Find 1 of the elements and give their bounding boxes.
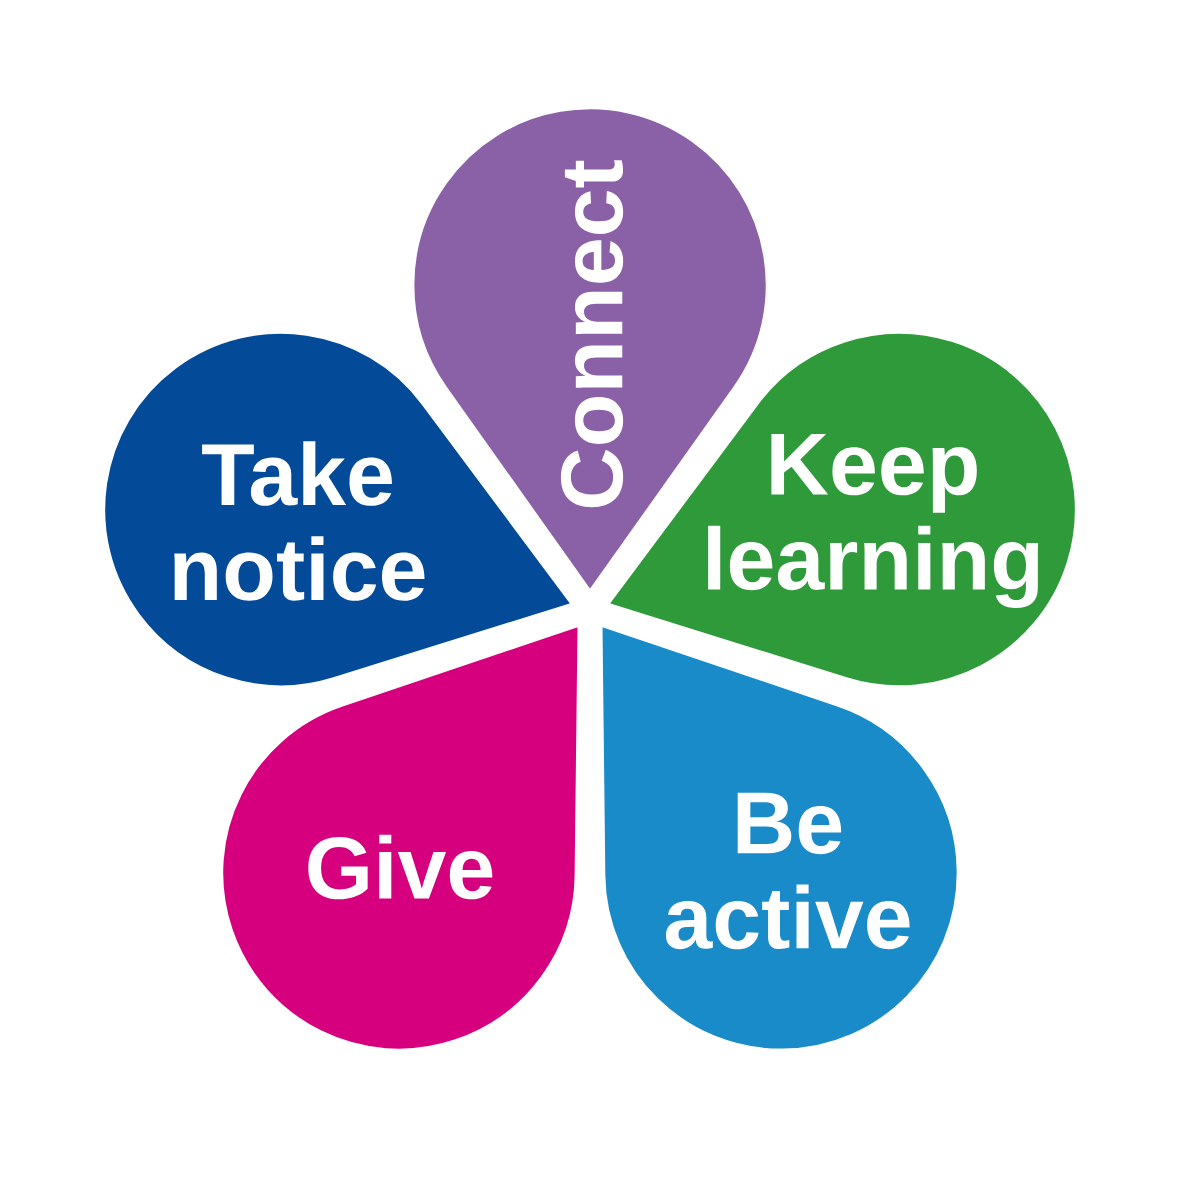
petal: Be active: [577, 597, 982, 1074]
